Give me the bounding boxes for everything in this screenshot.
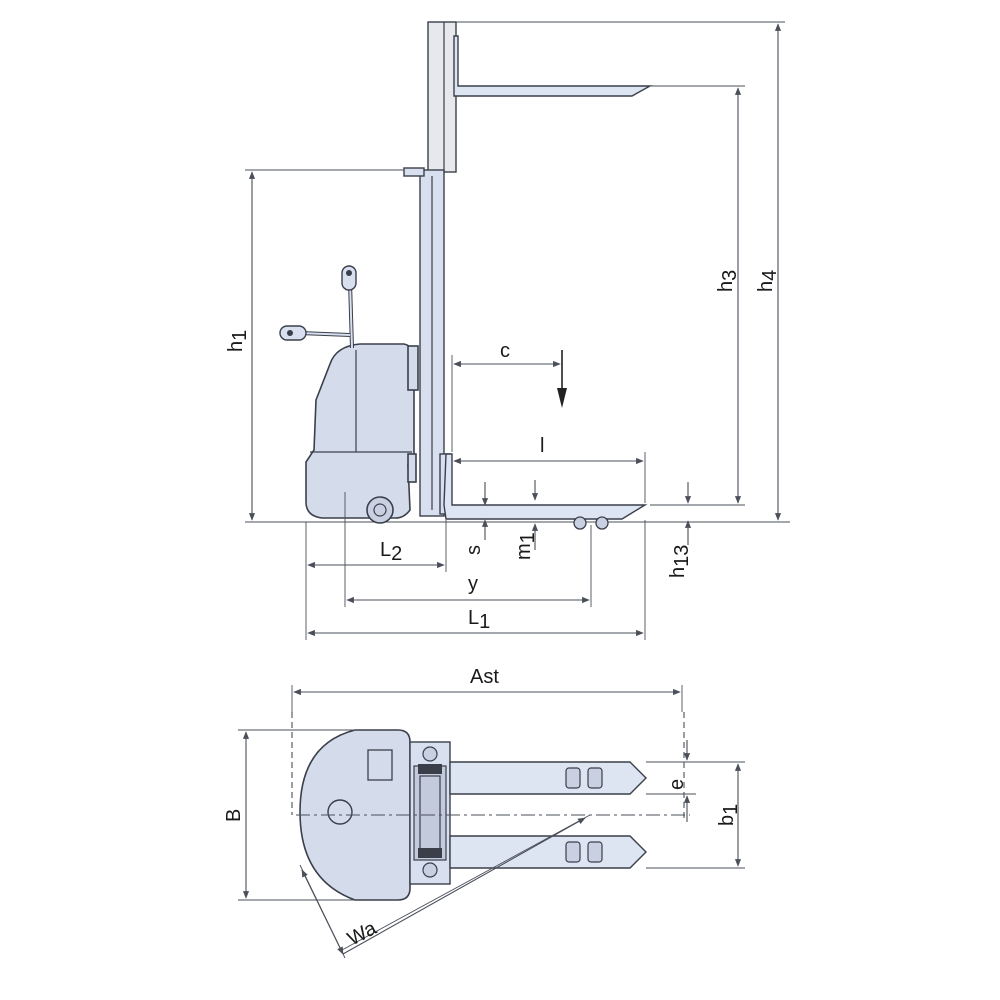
label-b1: b1 xyxy=(716,804,742,826)
load-wheel xyxy=(573,516,587,530)
label-L2: L2 xyxy=(380,539,402,565)
label-h13: h13 xyxy=(667,545,693,578)
label-h3: h3 xyxy=(715,270,741,292)
dim-m1: m1 xyxy=(513,480,539,560)
dim-y: y xyxy=(344,492,592,607)
dim-h1: h1 xyxy=(225,169,404,521)
label-B: B xyxy=(223,809,245,822)
label-s: s xyxy=(463,545,485,555)
dim-L1: L1 xyxy=(307,520,646,640)
load-rollers-lower xyxy=(565,841,603,863)
dim-l: l xyxy=(453,435,646,503)
load-rollers-upper xyxy=(565,767,603,789)
label-L1: L1 xyxy=(468,607,490,633)
dim-e: e xyxy=(646,740,696,822)
label-y: y xyxy=(468,573,478,595)
dim-h4: h4 xyxy=(755,23,782,521)
dim-Ast: Ast xyxy=(291,666,683,712)
dim-b1: b1 xyxy=(646,761,745,869)
side-view: h1 h3 h4 c l s xyxy=(225,21,790,640)
label-c: c xyxy=(500,340,510,362)
tiller-handle xyxy=(279,265,357,349)
mast-frame-top xyxy=(409,741,451,885)
label-h1: h1 xyxy=(225,330,251,352)
steering-pivot xyxy=(327,799,353,825)
load-wheel xyxy=(595,516,609,530)
fork-top-lower xyxy=(449,835,647,869)
dim-s: s xyxy=(463,482,489,555)
label-l: l xyxy=(540,435,544,457)
label-Ast: Ast xyxy=(470,666,499,688)
label-m1: m1 xyxy=(513,532,539,560)
upper-mast xyxy=(427,21,785,173)
raised-fork xyxy=(453,35,653,97)
dim-L2: L2 xyxy=(305,520,447,640)
fork-top-upper xyxy=(449,761,647,795)
drive-wheel xyxy=(366,496,394,524)
display-panel xyxy=(367,749,393,781)
top-view: Ast xyxy=(223,666,745,959)
dim-h3: h3 xyxy=(650,87,745,506)
truck-body xyxy=(305,343,419,524)
dim-B: B xyxy=(223,729,355,901)
label-h4: h4 xyxy=(755,270,781,292)
load-center-arrow xyxy=(557,350,567,408)
dim-c: c xyxy=(451,340,561,452)
dim-h13: h13 xyxy=(667,482,693,578)
label-e: e xyxy=(666,779,688,790)
lowered-fork xyxy=(443,453,648,530)
